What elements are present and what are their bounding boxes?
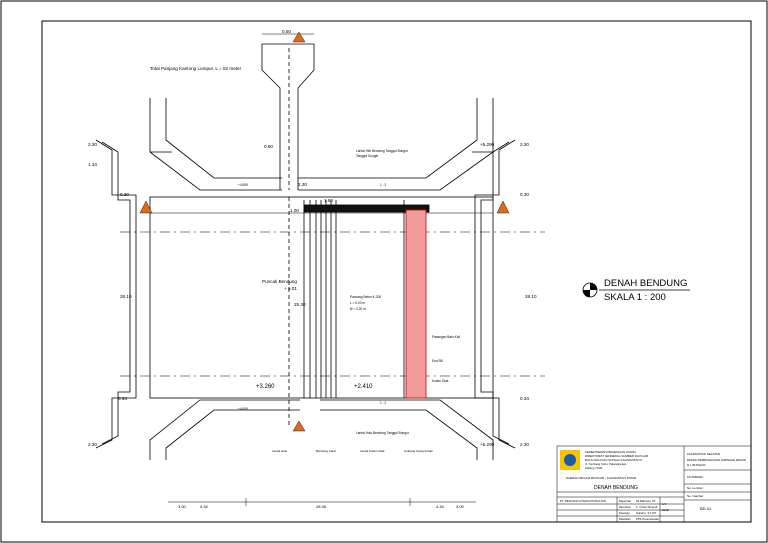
dim-034-left: 0.34 bbox=[118, 396, 127, 401]
agency-1: KEMENTERIAN PEKERJAAN UMUM bbox=[585, 450, 636, 454]
row-2-key: Diperiksa bbox=[619, 505, 631, 509]
inner-border bbox=[41, 20, 752, 523]
heading-scale: SKALA 1 : 200 bbox=[604, 292, 666, 303]
dim-230-left: 2.30 bbox=[88, 142, 97, 147]
slope-bot: 1 : 2 bbox=[380, 401, 386, 405]
agency-3: BALAI WILAYAH SUNGAI KALIMANTAN II bbox=[585, 458, 642, 462]
title-block-text: KEMENTERIAN PEKERJAAN UMUM DIREKTORAT JE… bbox=[560, 450, 746, 521]
label-lantai-hulu: Lantai Hulu Bendung Tanggul Bungur bbox=[356, 431, 410, 435]
side-embankments bbox=[95, 139, 516, 449]
right-6: No. Gambar bbox=[687, 494, 703, 498]
dim-030-left: 0.30 bbox=[120, 192, 129, 197]
intake-channel bbox=[261, 33, 315, 190]
label-puncak-value: + 5.01 bbox=[284, 286, 297, 291]
label-pasangan-batu: Pasangan Batu Kali bbox=[432, 335, 460, 339]
agency-4: Jl. Tumbang Kuroi, Palangkaraya bbox=[585, 462, 627, 466]
right-5: No. Lembar bbox=[687, 486, 703, 490]
row-3-key: Disetujui bbox=[619, 511, 630, 515]
dim-230-br: 2.30 bbox=[520, 442, 529, 447]
right-3: D.I. BUNGUR bbox=[687, 463, 706, 467]
dim-230-right: 2.30 bbox=[520, 142, 529, 147]
elev-small-1: +4.659 bbox=[238, 183, 248, 187]
slope-top: 1 : 2 bbox=[380, 183, 386, 187]
row-4-val: PPK Perencanaan bbox=[636, 517, 659, 521]
label-pancang-2: L = 5.00 m bbox=[350, 301, 365, 305]
project-name: DAERAH IRIGASI BUNGUR - KALIMANTAN TIMUR bbox=[566, 476, 637, 480]
dim-030-right: 0.30 bbox=[520, 192, 529, 197]
title-block bbox=[556, 445, 752, 523]
dim-150: 1.50 bbox=[324, 198, 333, 203]
agency-2: DIREKTORAT JENDERAL SUMBER DAYA AIR bbox=[585, 454, 649, 458]
annotations: Total Panjang Kantong Lumpur, L = 62 met… bbox=[150, 66, 460, 453]
consultant: PT. RENCANA UTAMA KONSULTAN bbox=[560, 499, 606, 503]
heading-title: DENAH BENDUNG bbox=[604, 278, 687, 289]
elev-5290-bot: +5.290 bbox=[480, 442, 495, 447]
dim-bottom-434-l: 4.34 bbox=[200, 504, 209, 509]
note-total-length: Total Panjang Kantong Lumpur, L = 62 met… bbox=[150, 66, 242, 71]
sheet-title: DENAH BENDUNG bbox=[594, 485, 638, 491]
right-4: KOTABARU bbox=[687, 475, 703, 479]
elev-2410: +2.410 bbox=[354, 384, 373, 390]
agency-5: Kalteng 73111 bbox=[585, 466, 603, 470]
row-3-val: Suharto, ST, MT bbox=[636, 511, 656, 515]
label-lantai-hulu-bottom: Lantai Hulu bbox=[272, 449, 288, 453]
heading-block: DENAH BENDUNG SKALA 1 : 200 bbox=[582, 278, 690, 303]
sheet-no: BD-01 bbox=[700, 506, 712, 511]
section-markers bbox=[139, 31, 510, 432]
wing-walls-top bbox=[149, 98, 494, 191]
end-sill-hatch bbox=[405, 209, 427, 399]
label-puncak-bendung: Puncak Bendung bbox=[262, 279, 297, 284]
label-end-sill: End Sill bbox=[432, 359, 443, 363]
label-ambang: Ambang Ujung Kolam bbox=[404, 449, 434, 453]
weir-body bbox=[120, 196, 545, 425]
dim-034-right: 0.34 bbox=[520, 396, 529, 401]
dim-2530: 25.30 bbox=[294, 302, 306, 307]
label-lantai-hilir-top: Lantai Hilir Bendung Tanggul Bungur bbox=[356, 149, 409, 153]
wing-walls-bottom bbox=[149, 399, 494, 460]
elev-small-2: +4.659 bbox=[238, 407, 248, 411]
label-lantai-kolam: Lantai Kolam Olak bbox=[360, 449, 385, 453]
sheet-count: 1/4 bbox=[662, 502, 667, 506]
dim-bottom-2836: 28.36 bbox=[316, 504, 327, 509]
row-4-key: Diketahui bbox=[619, 517, 631, 521]
label-bendung-karet: Bendung Karet bbox=[316, 449, 336, 453]
right-1: KALIMANTAN SELATAN bbox=[687, 452, 720, 456]
dim-bottom-434-r: 4.34 bbox=[436, 504, 445, 509]
dim-bottom-300: 3.00 bbox=[178, 504, 187, 509]
elev-3260: +3.260 bbox=[256, 384, 275, 390]
sheet-date: 2018 bbox=[662, 508, 669, 512]
row-2-val: Ir. Yohan Rivandi bbox=[636, 505, 657, 509]
title-block-logo bbox=[560, 450, 580, 470]
dim-bottom-300-r: 3.00 bbox=[456, 504, 465, 509]
dim-230-a: 2.30 bbox=[298, 182, 307, 187]
dim-060: 0.60 bbox=[264, 144, 273, 149]
dim-top-width: 0.50 bbox=[282, 29, 291, 34]
dim-230-bl: 2.30 bbox=[88, 442, 97, 447]
dim-134-left: 1.34 bbox=[88, 162, 97, 167]
dim-100: 1.00 bbox=[290, 208, 299, 213]
elev-5290-top: +5.290 bbox=[480, 142, 495, 147]
row-1-key: Digambar bbox=[619, 499, 631, 503]
row-1-val: Ali Rahman, ST bbox=[636, 499, 656, 503]
dimensions: 0.50 0.60 2.30 1.50 1.00 25.30 28.10 28.… bbox=[88, 29, 537, 509]
label-pancang-1: Pancang Beton K-200 bbox=[350, 295, 381, 299]
label-tanggul: Tanggul Sungai bbox=[356, 154, 378, 158]
right-2: DESAIN PEMBANGUNAN JARINGAN IRIGASI bbox=[687, 458, 746, 462]
dim-2810-left: 28.10 bbox=[120, 294, 132, 299]
label-pancang-3: Ø = 0.20 m bbox=[350, 307, 366, 311]
dim-2810-right: 28.10 bbox=[525, 294, 537, 299]
label-kolam-olak: Kolam Olak bbox=[432, 379, 449, 383]
